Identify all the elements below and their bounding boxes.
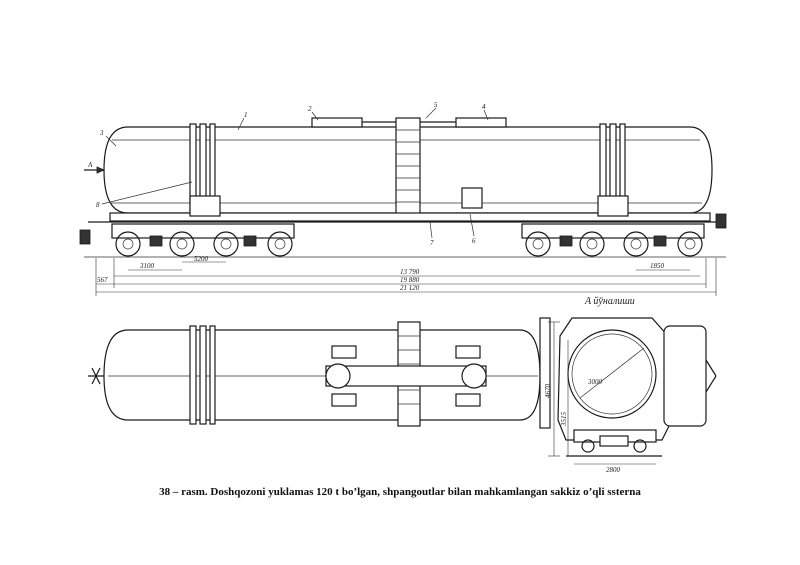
part-number-8: 8 <box>96 201 100 209</box>
dim-4670: 4670 <box>544 384 552 399</box>
dim-3515: 3515 <box>560 412 568 428</box>
dim-5200: 5200 <box>194 255 209 263</box>
dim-19880: 19 880 <box>400 276 420 284</box>
bogie-left <box>111 195 295 257</box>
dim-3100: 3100 <box>139 262 155 270</box>
view-label: A йўналиши <box>584 296 635 307</box>
dim-1850: 1850 <box>650 262 665 270</box>
part-number-5: 5 <box>434 101 438 109</box>
dim-2800: 2800 <box>606 466 621 474</box>
bogie-right <box>521 195 705 257</box>
dim-567: 567 <box>97 276 108 284</box>
part-number-1: 1 <box>244 111 248 119</box>
end-view: A йўналиши 3000 4670 3515 2800 <box>544 296 717 474</box>
part-number-7: 7 <box>430 239 434 247</box>
part-number-6: 6 <box>472 237 476 245</box>
section-arrow-label: A <box>87 161 93 169</box>
top-view <box>88 317 551 429</box>
part-number-4: 4 <box>482 103 486 111</box>
figure-caption: 38 – rasm. Doshqozoni yuklamas 120 t bo’… <box>159 486 641 498</box>
dim-21120: 21 120 <box>400 284 420 292</box>
dim-13790: 13 790 <box>400 268 420 276</box>
dim-3000: 3000 <box>587 378 603 386</box>
part-number-2: 2 <box>308 105 312 113</box>
part-number-3: 3 <box>99 129 104 137</box>
side-view: A <box>79 101 727 296</box>
